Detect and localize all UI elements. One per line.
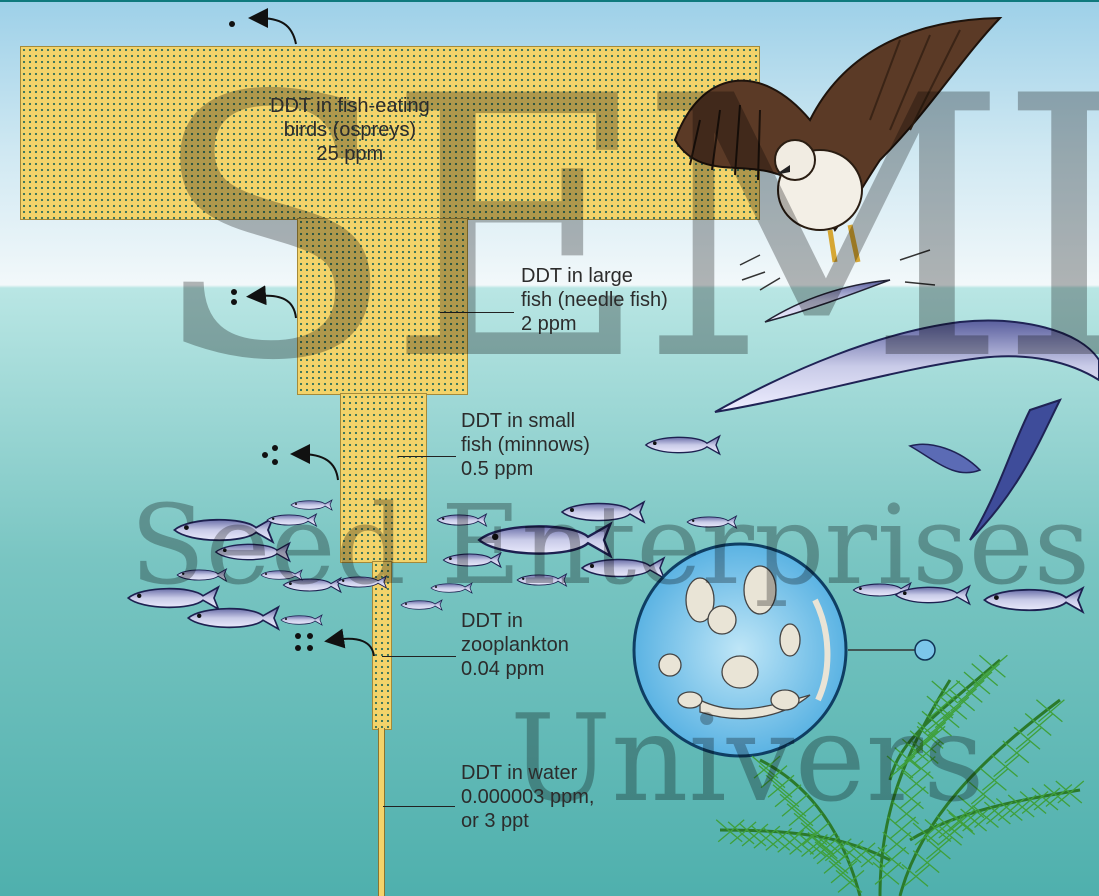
osprey-label-line1: DDT in fish-eating [270,94,430,118]
zooplankton-label: DDT in zooplankton 0.04 ppm [461,609,569,681]
plant-needle [730,834,742,844]
water-label: DDT in water 0.000003 ppm, or 3 ppt [461,761,594,833]
zooplankton-label-line3: 0.04 ppm [461,657,569,681]
plant-needle [993,667,1005,677]
minnow-fish [281,615,322,625]
osprey-label-line2: birds (ospreys) [270,118,430,142]
plant-needle [897,832,911,844]
small-fish-label-line2: fish (minnows) [461,433,590,457]
plant-needle [887,874,899,884]
large-fish-label-line2: fish (needle fish) [521,288,668,312]
large-fish-label: DDT in large fish (needle fish) 2 ppm [521,264,668,336]
plant-needle [849,853,861,863]
water-label-line1: DDT in water [461,761,594,785]
zooplankton-label-line2: zooplankton [461,633,569,657]
plant-needle [824,863,836,873]
large-fish-label-line1: DDT in large [521,264,668,288]
plant-needle [742,834,754,844]
water-label-line3: or 3 ppt [461,809,594,833]
plant-needle [1003,741,1017,753]
plant-needle [754,838,766,848]
plant-needle [1039,725,1051,735]
small-fish-label-line1: DDT in small [461,409,590,433]
plant-needle [897,844,909,854]
plant-needle [986,676,998,686]
plant-needle [825,849,837,859]
watermark-sub: Seed Enterprises Mana [130,480,1099,610]
plant-needle [979,655,993,667]
plant-needle [927,863,939,873]
water-label-line2: 0.000003 ppm, [461,785,594,809]
plant-needle [730,832,742,842]
plant-needle [1056,781,1070,793]
plant-needle [993,655,1007,667]
osprey-label: DDT in fish-eating birds (ospreys) 25 pp… [270,94,430,166]
large-fish-label-line3: 2 ppm [521,312,668,336]
osprey-label-line3: 25 ppm [270,142,430,166]
plant-needle [950,835,962,845]
plant-needle [1036,700,1050,712]
plant-needle [790,842,802,852]
plant-needle [754,836,766,846]
plant-needle [766,838,778,848]
plant-needle [802,847,814,857]
small-fish-label-line3: 0.5 ppm [461,457,590,481]
plant-needle [766,840,778,850]
plant-needle [887,862,901,874]
plant-needle [892,847,906,859]
plant-needle [1017,753,1029,763]
zooplankton-label-line1: DDT in [461,609,569,633]
plant-needle [964,672,978,684]
plant-needle [902,829,914,839]
plant-needle [802,844,814,854]
plant-needle [790,844,802,854]
minnow-fish [188,607,278,629]
plant-needle [742,836,754,846]
plant-needle [1028,739,1040,749]
plant-needle [838,882,850,892]
plant-needle [1050,712,1062,722]
plant-needle [849,855,861,865]
plant-needle [778,840,790,850]
plant-needle [814,847,826,857]
plant-needle [718,832,730,842]
plant-needle [831,873,843,883]
plant-needle [1006,767,1018,777]
plant-needle [938,849,950,859]
plant-needle [890,829,902,839]
small-fish-label: DDT in small fish (minnows) 0.5 ppm [461,409,590,481]
plant-needle [916,876,928,886]
plant-needle [994,780,1006,790]
plant-needle [972,664,986,676]
plant-needle [861,855,873,865]
plant-needle [992,755,1006,767]
plant-needle [892,859,904,869]
plant-needle [1070,793,1082,803]
plant-needle [861,857,873,867]
plant-needle [778,842,790,852]
